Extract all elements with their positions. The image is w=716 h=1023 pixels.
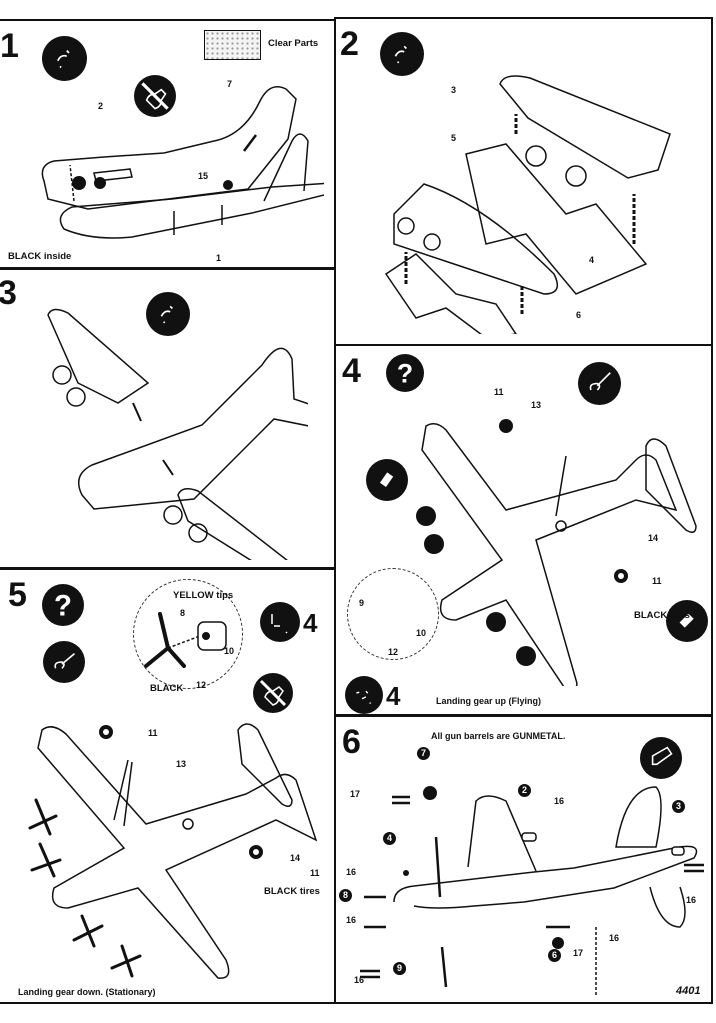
- part-label: 7: [227, 79, 233, 89]
- wing-halves-drawing: [384, 75, 671, 334]
- no-cement-icon: [134, 75, 176, 117]
- step-2-panel: 2 3 5 4 6: [334, 17, 713, 346]
- step-6-panel: 6 All gun barrels are GUNMETAL.: [334, 715, 713, 1004]
- step-1-note: BLACK inside: [8, 251, 72, 262]
- part-label: 17: [350, 789, 361, 799]
- step-6-note: All gun barrels are GUNMETAL.: [431, 731, 566, 741]
- propeller-detail-callout: [133, 579, 243, 689]
- part-label: 10: [224, 646, 235, 656]
- gun-marker: 3: [672, 800, 685, 813]
- step-4-caption: Landing gear up (Flying): [436, 696, 541, 706]
- step-2-number: 2: [340, 25, 359, 63]
- tires-note: BLACK tires: [264, 886, 320, 897]
- cement-icon: [578, 362, 621, 405]
- cement-icon: [146, 292, 190, 336]
- step-3-number: 3: [0, 274, 17, 312]
- svg-text:?: ?: [397, 359, 413, 389]
- cement-icon: [345, 676, 383, 714]
- part-label: 15: [198, 171, 209, 181]
- part-label: 11: [148, 728, 158, 738]
- cement-icon: [380, 32, 424, 76]
- step-1-number: 1: [0, 27, 19, 65]
- gun-marker: 7: [417, 747, 430, 760]
- step-4-number: 4: [342, 352, 361, 390]
- part-label: 10: [416, 628, 427, 638]
- part-label: 11: [310, 868, 320, 878]
- step-5-panel: 5 ? YELLOW tips 8 10 BLACK 12 4 11 13: [0, 568, 336, 1004]
- tires-note: BLACK tires: [634, 610, 690, 621]
- step-4-panel: 4 ? 11 13 14 11 BLACK tires 9 10 12 4 La…: [334, 344, 713, 716]
- part-label: 14: [290, 853, 301, 863]
- clear-parts-swatch: [204, 30, 261, 60]
- paint-brush-icon: [366, 459, 408, 501]
- part-label: 16: [554, 796, 565, 806]
- part-label: 16: [686, 895, 697, 905]
- part-label: 5: [451, 133, 457, 143]
- cement-icon: [640, 737, 682, 779]
- part-label: 8: [180, 608, 186, 618]
- part-label: 16: [346, 915, 357, 925]
- part-label: 11: [494, 387, 504, 397]
- part-label: 9: [359, 598, 365, 608]
- step-6-number: 6: [342, 723, 361, 761]
- paint-question-icon: ?: [42, 584, 84, 626]
- part-label: 1: [216, 253, 222, 263]
- yellow-tips-note: YELLOW tips: [173, 590, 234, 601]
- wing-fuselage-join-drawing: [47, 308, 308, 560]
- gun-marker: 9: [393, 962, 406, 975]
- model-code: 4401: [676, 985, 701, 997]
- part-label: 13: [531, 400, 542, 410]
- engine-detail-callout: [347, 568, 439, 660]
- part-label: 11: [652, 576, 662, 586]
- part-label: 13: [176, 759, 187, 769]
- landing-gear-down-drawing: [28, 723, 318, 979]
- part-label: 17: [573, 948, 584, 958]
- part-label: 3: [451, 85, 457, 95]
- paint-question-icon: ?: [386, 354, 424, 392]
- step-1-panel: 1 Clear Parts 7 2 15 BLACK inside 1: [0, 19, 336, 269]
- step-3-panel: 3: [0, 268, 336, 569]
- part-label: 6: [576, 310, 582, 320]
- quantity-multiplier: 4: [386, 681, 401, 711]
- part-label: 16: [354, 975, 365, 985]
- fuselage-halves-drawing: [41, 86, 324, 239]
- step-5-caption: Landing gear down. (Stationary): [18, 987, 156, 997]
- cement-icon: [260, 602, 300, 642]
- part-label: 14: [648, 533, 659, 543]
- propeller-assembly-drawing: [144, 612, 227, 668]
- gun-marker: 6: [548, 949, 561, 962]
- no-cement-icon: [253, 673, 293, 713]
- step-5-number: 5: [8, 576, 27, 614]
- part-label: 12: [196, 680, 207, 690]
- clear-parts-label: Clear Parts: [268, 38, 319, 49]
- part-label: 2: [98, 101, 104, 111]
- quantity-multiplier: 4: [303, 608, 318, 638]
- gun-marker: 2: [518, 784, 531, 797]
- part-label: 12: [388, 647, 399, 657]
- cement-icon: [42, 36, 87, 81]
- paint-brush-icon: [666, 600, 708, 642]
- landing-gear-up-drawing: [416, 419, 697, 686]
- svg-text:?: ?: [54, 590, 72, 623]
- part-label: 16: [346, 867, 357, 877]
- cement-icon: [43, 641, 85, 683]
- part-label: 16: [609, 933, 620, 943]
- gun-marker: 4: [383, 832, 396, 845]
- gun-marker: 8: [339, 889, 352, 902]
- black-prop-note: BLACK: [150, 683, 184, 694]
- part-label: 4: [589, 255, 595, 265]
